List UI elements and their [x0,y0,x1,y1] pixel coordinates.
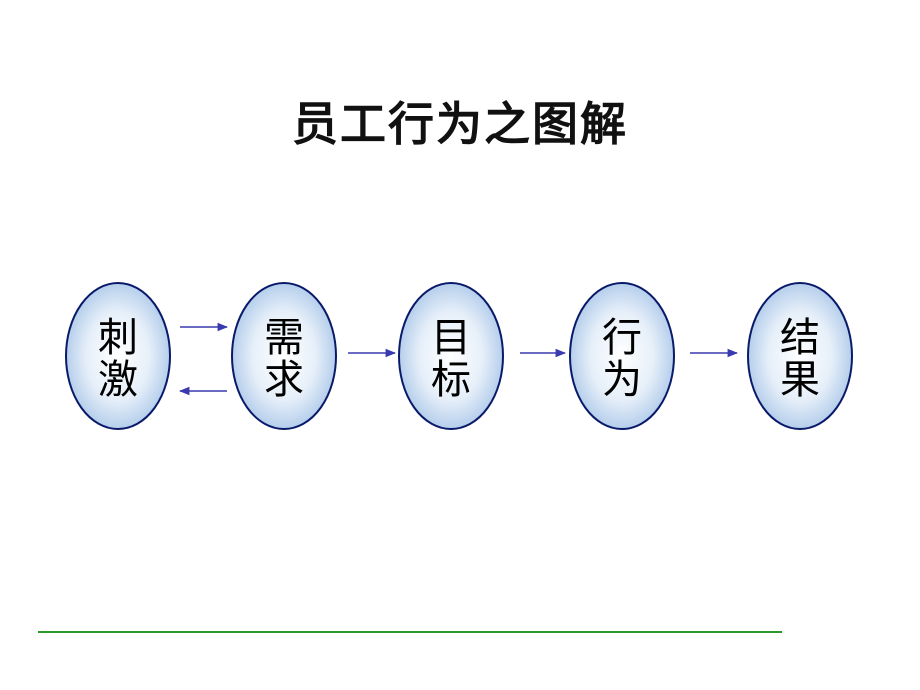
slide-title: 员工行为之图解 [292,97,628,151]
node-result-line2: 果 [780,357,820,403]
node-result-line1: 结 [780,315,820,361]
node-need-line2: 求 [264,357,304,403]
node-stimulus-line2: 激 [98,357,138,403]
footer-divider-line [38,631,782,633]
node-goal: 目 标 [398,282,504,430]
node-need-line1: 需 [264,315,304,361]
node-need: 需 求 [231,282,337,430]
node-behavior-line2: 为 [602,357,642,403]
node-behavior-line1: 行 [602,315,642,361]
node-stimulus: 刺 激 [65,282,171,430]
node-result: 结 果 [747,282,853,430]
node-behavior: 行 为 [569,282,675,430]
node-goal-line2: 标 [431,357,471,403]
node-stimulus-line1: 刺 [98,315,138,361]
node-goal-line1: 目 [431,315,471,361]
